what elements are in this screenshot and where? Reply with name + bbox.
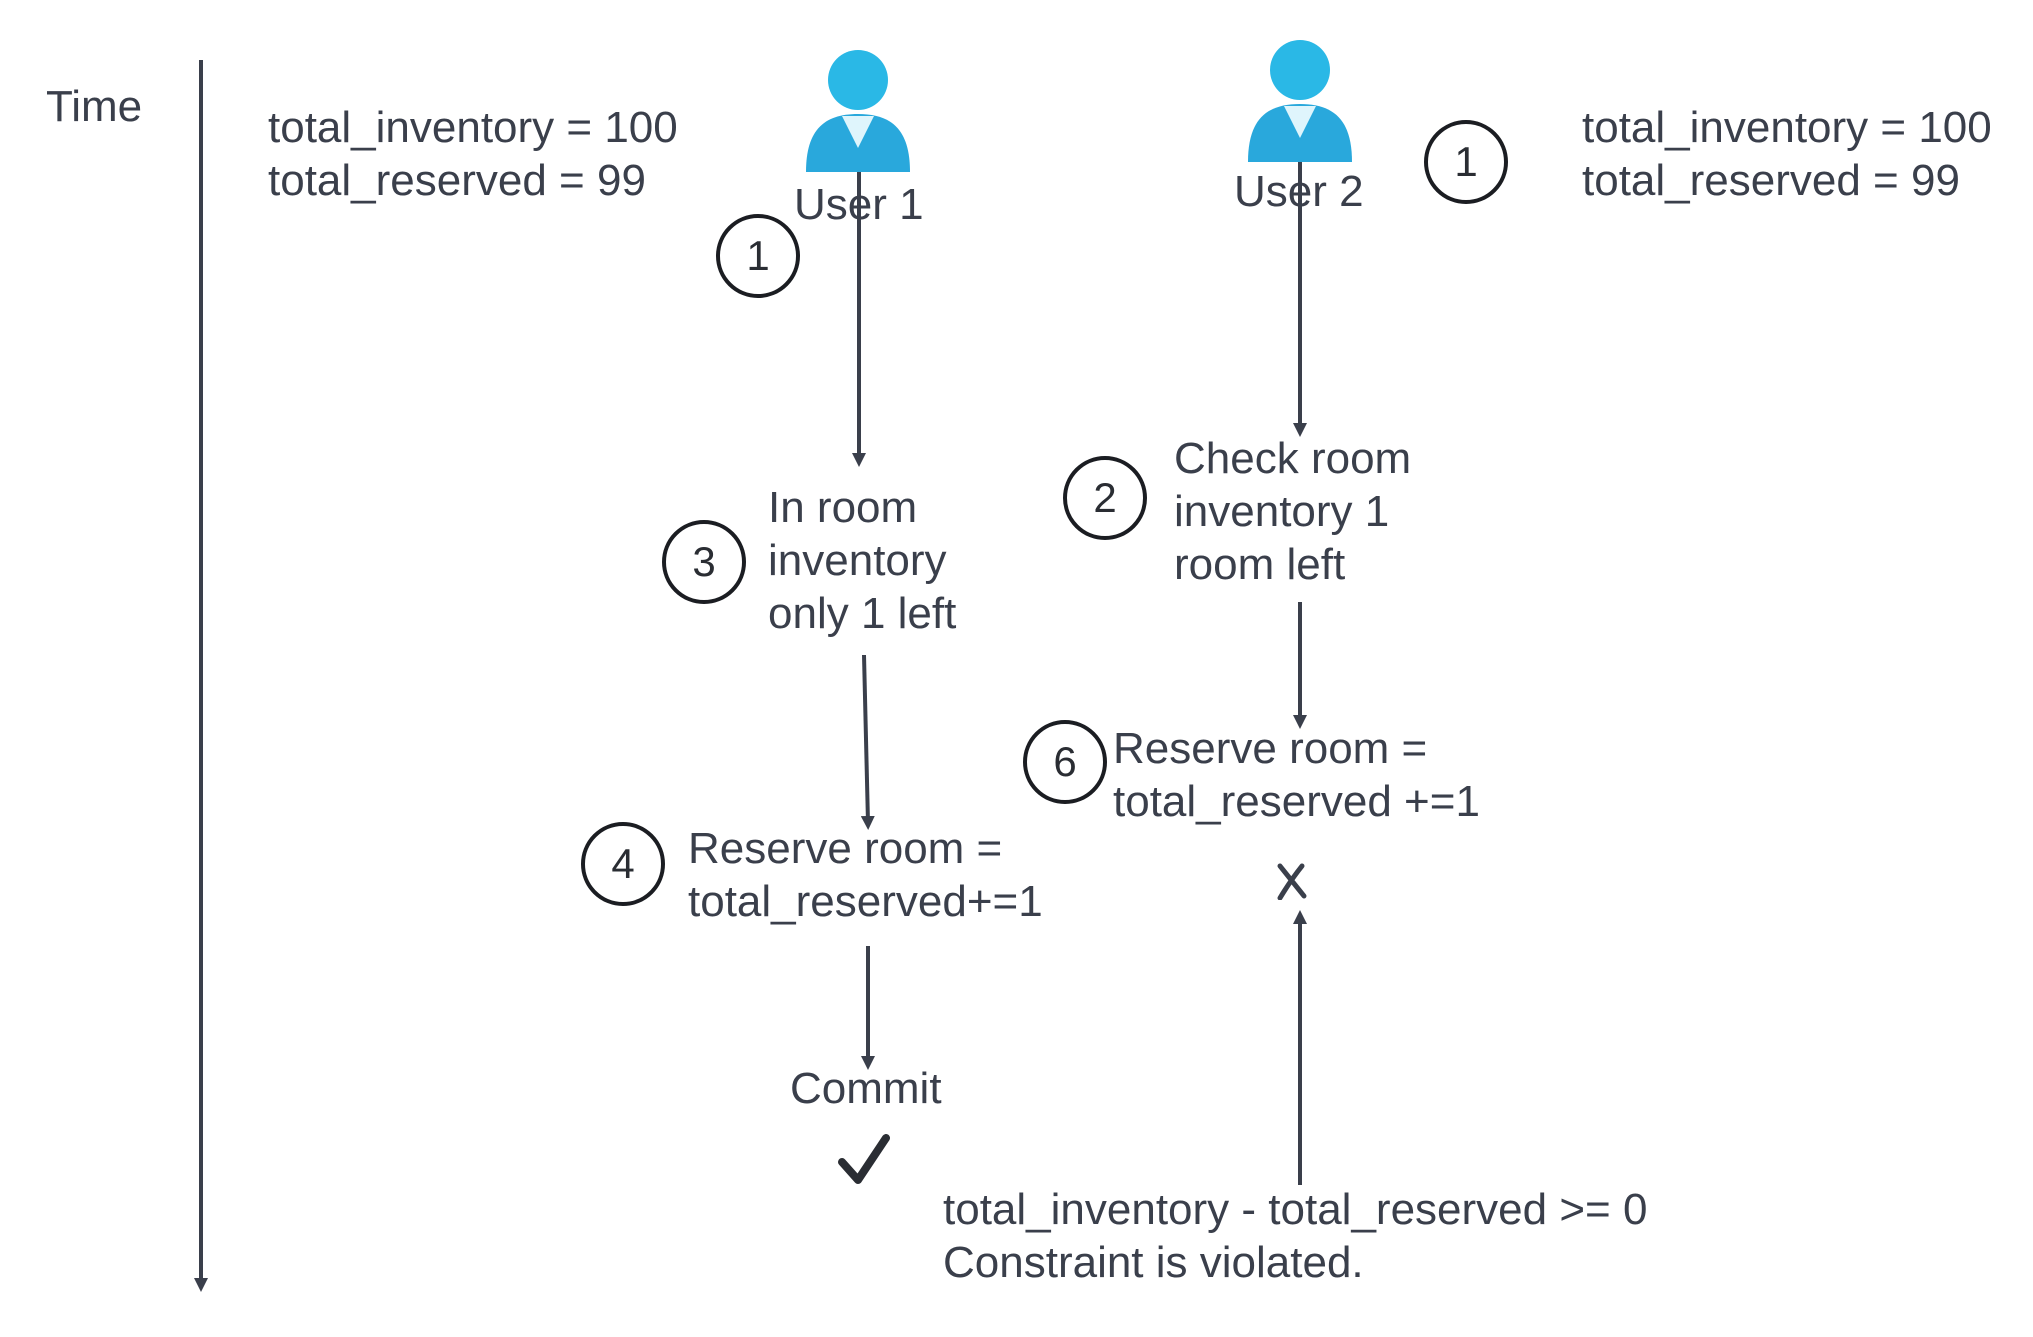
commit-label: Commit xyxy=(790,1064,942,1113)
left-total-inventory: total_inventory = 100 xyxy=(268,103,678,152)
step3-to-step4-arrow xyxy=(860,654,875,830)
cross-icon xyxy=(1277,863,1307,900)
step-circle-6: 6 xyxy=(1023,720,1107,804)
constraint-violated: Constraint is violated. xyxy=(943,1238,1364,1287)
check-room-line-2: inventory 1 xyxy=(1174,487,1390,536)
step-circle-2: 2 xyxy=(1063,456,1147,540)
left-total-reserved: total_reserved = 99 xyxy=(268,156,646,205)
user1-label: User 1 xyxy=(794,180,924,229)
right-total-reserved: total_reserved = 99 xyxy=(1582,156,1960,205)
step-circle-4: 4 xyxy=(581,822,665,906)
in-room-line-1: In room xyxy=(768,483,918,532)
reserve-user2-line-1: Reserve room = xyxy=(1113,724,1428,773)
constraint-expression: total_inventory - total_reserved >= 0 xyxy=(943,1185,1648,1234)
step-circle-user1-1: 1 xyxy=(716,214,800,298)
reserve-user2-line-2: total_reserved +=1 xyxy=(1113,777,1480,826)
reserve-user1-line-2: total_reserved+=1 xyxy=(688,877,1043,926)
check-room-line-3: room left xyxy=(1174,540,1346,589)
in-room-line-2: inventory xyxy=(768,536,947,585)
user-icon xyxy=(1248,40,1352,162)
step-circle-user2-1: 1 xyxy=(1424,120,1508,204)
step-circle-3: 3 xyxy=(662,520,746,604)
reserve-user1-line-1: Reserve room = xyxy=(688,824,1003,873)
right-total-inventory: total_inventory = 100 xyxy=(1582,103,1992,152)
user2-label: User 2 xyxy=(1234,167,1364,216)
time-label: Time xyxy=(46,82,143,131)
check-room-line-1: Check room xyxy=(1174,434,1412,483)
in-room-line-3: only 1 left xyxy=(768,589,957,638)
user-icon xyxy=(806,50,910,172)
check-icon xyxy=(838,1134,890,1184)
